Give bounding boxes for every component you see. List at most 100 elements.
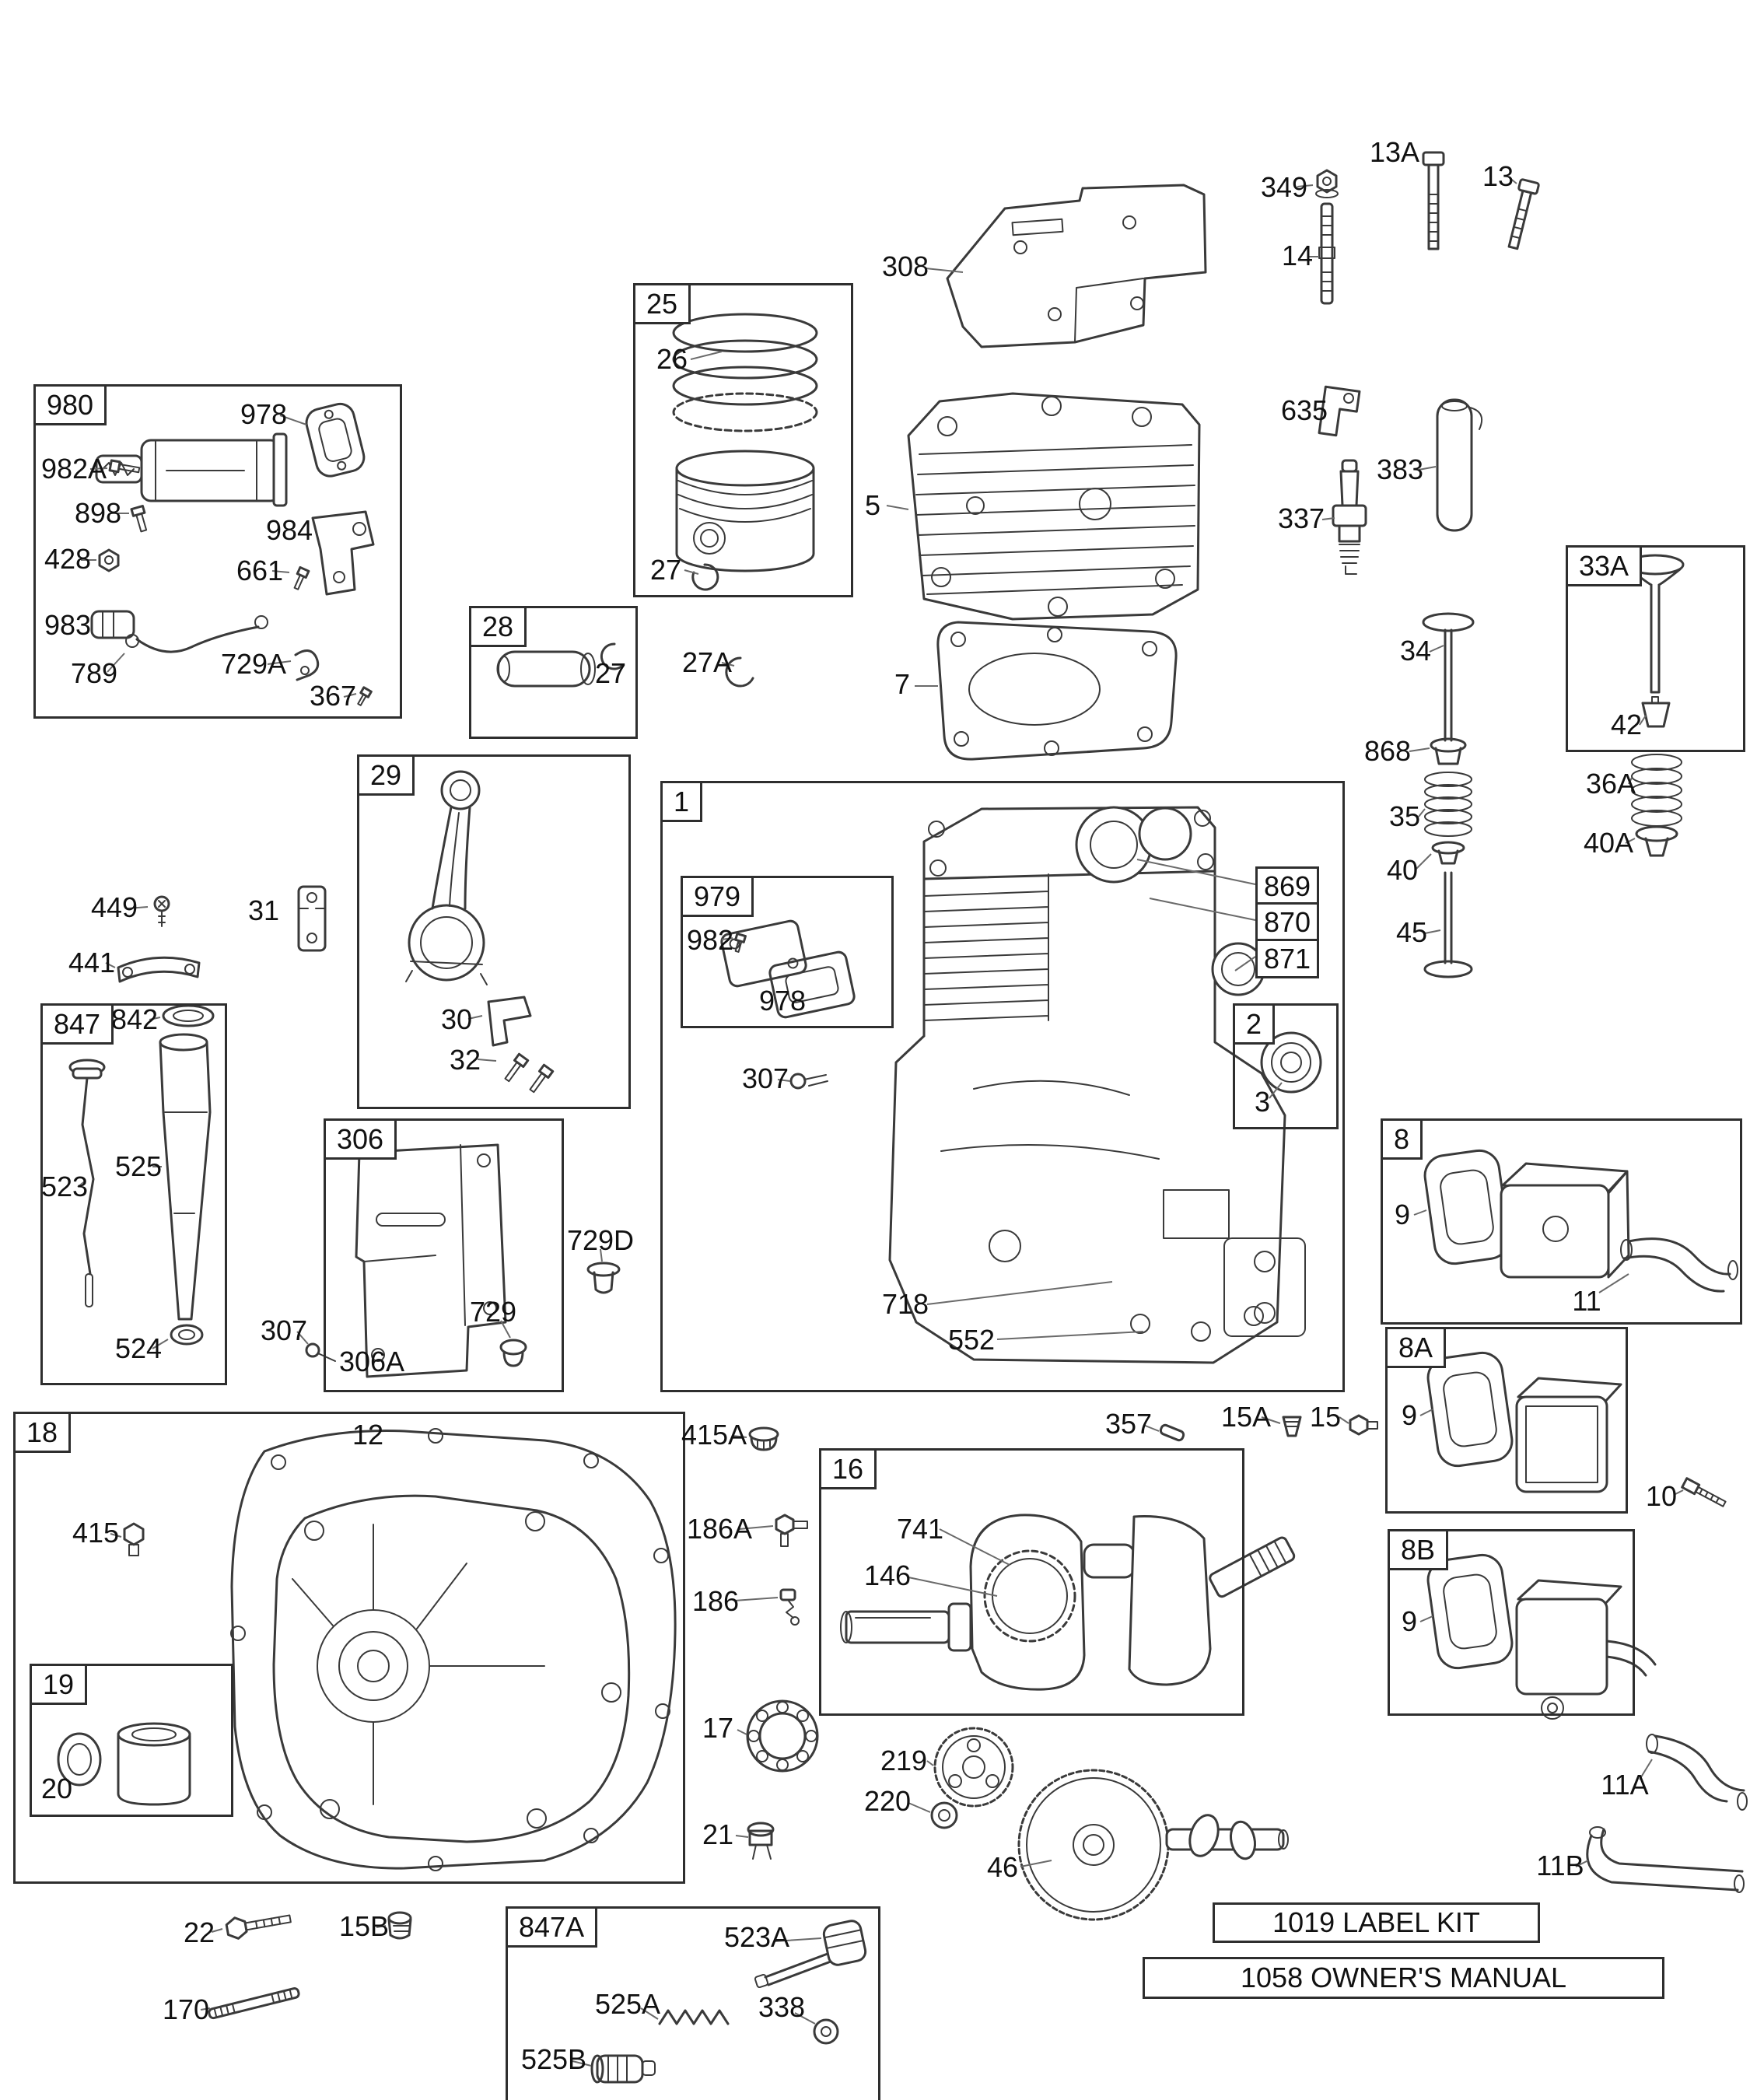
- part-label-308: 308: [881, 250, 929, 282]
- group-box-tag-25: 25: [633, 283, 691, 325]
- group-box-8B: 8B: [1388, 1529, 1635, 1716]
- breather-8-art: [1423, 1149, 1738, 1293]
- group-box-18: 18: [13, 1412, 685, 1884]
- group-box-tag-16: 16: [819, 1448, 877, 1490]
- part-label-15A: 15A: [1220, 1401, 1272, 1433]
- label-kit-text: 1019 LABEL KIT: [1272, 1906, 1480, 1938]
- part-label-898: 898: [74, 497, 122, 529]
- part-label-17: 17: [702, 1712, 734, 1744]
- part-label-842: 842: [110, 1003, 159, 1035]
- part-label-661: 661: [236, 555, 284, 586]
- spark-plug-art: [1318, 385, 1482, 575]
- exhaust-valve-art: [1626, 554, 1685, 857]
- oil-sensor-art: [590, 1920, 867, 2084]
- part-label-306A: 306A: [338, 1346, 405, 1377]
- owners-manual-box: 1058 OWNER'S MANUAL: [1143, 1957, 1664, 1999]
- group-box-tag-33A: 33A: [1566, 545, 1643, 587]
- group-box-847: 847: [40, 1003, 227, 1385]
- oil-fill-art: [68, 1004, 215, 1346]
- part-label-523A: 523A: [723, 1921, 790, 1953]
- part-label-40: 40: [1386, 854, 1419, 886]
- part-label-219: 219: [880, 1745, 928, 1776]
- part-label-21: 21: [702, 1818, 734, 1850]
- part-label-22: 22: [183, 1916, 215, 1948]
- part-label-3: 3: [1254, 1086, 1271, 1118]
- part-label-35: 35: [1388, 800, 1421, 832]
- part-label-45: 45: [1395, 916, 1428, 948]
- piston-rings-art: [672, 313, 818, 591]
- part-label-357: 357: [1104, 1408, 1153, 1440]
- part-label-11A: 11A: [1601, 1769, 1649, 1801]
- group-box-tag-8: 8: [1381, 1118, 1423, 1160]
- small-parts-art: [117, 885, 1378, 2020]
- part-label-31: 31: [247, 894, 280, 926]
- group-box-16: 16: [819, 1448, 1244, 1716]
- leader-lines: [77, 177, 1684, 2067]
- group-box-tag-306: 306: [324, 1118, 397, 1160]
- solenoid-group-art: [90, 402, 375, 706]
- part-label-524: 524: [114, 1332, 163, 1364]
- part-label-307: 307: [741, 1062, 789, 1094]
- part-label-868: 868: [1363, 735, 1412, 767]
- part-label-220: 220: [863, 1785, 912, 1817]
- group-box-847A: 847A: [506, 1906, 880, 2100]
- part-label-186: 186: [691, 1585, 740, 1617]
- oil-seal-art: [1260, 1031, 1322, 1094]
- part-label-983: 983: [44, 609, 92, 641]
- heat-shield-art: [946, 184, 1207, 348]
- part-label-42: 42: [1610, 709, 1643, 740]
- group-box-tag-980: 980: [33, 384, 107, 426]
- group-box-306: 306: [324, 1118, 564, 1392]
- group-box-1: 1: [660, 781, 1345, 1392]
- part-label-27: 27: [649, 554, 682, 586]
- part-label-46: 46: [986, 1851, 1019, 1883]
- part-label-12: 12: [352, 1419, 384, 1451]
- group-box-2: 2: [1233, 1003, 1339, 1129]
- part-label-789: 789: [70, 657, 118, 689]
- label-kit-box: 1019 LABEL KIT: [1213, 1902, 1540, 1943]
- part-label-36A: 36A: [1585, 768, 1636, 800]
- part-label-7: 7: [894, 668, 911, 700]
- group-box-33A: 33A: [1566, 545, 1745, 752]
- part-label-729: 729: [469, 1296, 517, 1328]
- part-label-40A: 40A: [1583, 827, 1634, 859]
- crankshaft-art: [840, 1514, 1296, 1691]
- group-box-tag-19: 19: [30, 1664, 88, 1706]
- part-label-337: 337: [1277, 502, 1325, 534]
- group-box-980: 980: [33, 384, 402, 719]
- breather-8b-art: [1426, 1553, 1748, 1893]
- valve-train-art: [1422, 612, 1475, 978]
- part-label-13: 13: [1482, 160, 1514, 192]
- part-label-635: 635: [1280, 394, 1328, 426]
- part-label-525B: 525B: [520, 2043, 587, 2075]
- group-box-tag-847: 847: [40, 1003, 114, 1045]
- breather-plate-art: [720, 919, 856, 1019]
- part-label-984: 984: [265, 514, 313, 546]
- group-box-29: 29: [357, 754, 631, 1109]
- group-box-tag-2: 2: [1233, 1003, 1276, 1045]
- part-label-367: 367: [309, 680, 357, 712]
- part-label-9: 9: [1394, 1199, 1411, 1230]
- part-label-428: 428: [44, 543, 92, 575]
- group-box-tag-979: 979: [681, 876, 754, 918]
- part-label-11B: 11B: [1536, 1850, 1584, 1881]
- part-label-415: 415: [72, 1517, 120, 1549]
- part-label-338: 338: [758, 1991, 806, 2023]
- part-label-13A: 13A: [1369, 136, 1420, 168]
- callout-box-870: 870: [1255, 902, 1319, 942]
- group-box-tag-8A: 8A: [1385, 1327, 1447, 1369]
- group-box-tag-28: 28: [469, 606, 527, 648]
- part-label-27: 27: [594, 657, 627, 689]
- group-box-tag-8B: 8B: [1388, 1529, 1449, 1571]
- part-label-27A: 27A: [681, 646, 733, 678]
- part-label-146: 146: [863, 1559, 912, 1591]
- part-label-525: 525: [114, 1150, 163, 1182]
- part-label-307: 307: [260, 1314, 308, 1346]
- part-label-10: 10: [1645, 1480, 1678, 1512]
- part-label-383: 383: [1376, 453, 1424, 485]
- part-label-5: 5: [864, 489, 881, 521]
- part-label-9: 9: [1401, 1605, 1418, 1637]
- part-label-978: 978: [240, 398, 288, 430]
